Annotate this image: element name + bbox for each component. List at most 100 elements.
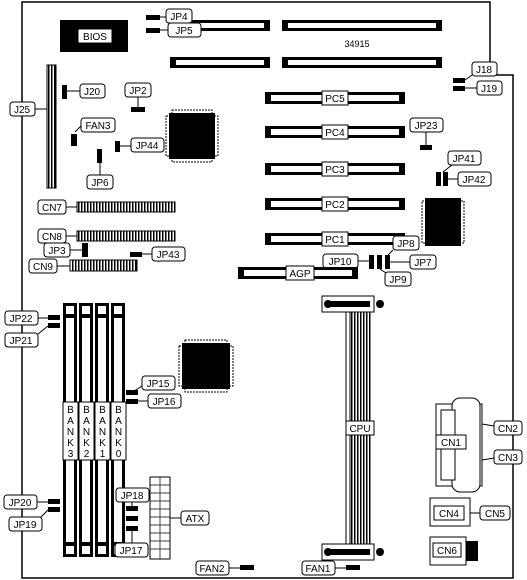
pci-slot: PC4 <box>265 124 405 140</box>
jp4-jumper: JP4 <box>146 8 193 24</box>
jp23-jumper: JP23 <box>409 117 444 150</box>
bios-chip: BIOS <box>60 20 128 52</box>
agp-slot: AGP <box>238 265 358 281</box>
j18-label: J18 <box>476 65 493 76</box>
bank-letter: K <box>99 438 106 449</box>
jp18-jumper: JP18 <box>115 487 150 531</box>
bank-letter: N <box>67 427 74 438</box>
bank-letter: B <box>99 405 106 416</box>
jp3-jumper: JP3 <box>43 242 88 258</box>
bank-letter: A <box>99 416 106 427</box>
jp5-jumper: JP5 <box>146 22 202 38</box>
jp42-label: JP42 <box>463 175 486 186</box>
cn5-label: CN5 <box>485 509 505 520</box>
bank-letter: A <box>67 416 74 427</box>
cn3-label: CN3 <box>498 453 518 464</box>
j25-header: J25 <box>9 64 57 189</box>
cn3-connector: CN3 <box>481 449 523 465</box>
jp9-jumper: JP9 <box>379 268 412 287</box>
agp-label: AGP <box>289 269 310 280</box>
pci-slot: PC3 <box>265 161 405 177</box>
bank-letter: N <box>83 427 90 438</box>
jp22-label: JP22 <box>10 314 33 325</box>
jp43-label: JP43 <box>157 250 180 261</box>
jp17-jumper: JP17 <box>114 531 149 558</box>
jp8-jumper: JP8 <box>387 235 420 256</box>
jp41-jumper: JP41 <box>436 150 482 186</box>
pci-slot-label: PC5 <box>325 94 345 105</box>
jp4-label: JP4 <box>170 12 188 23</box>
cpu-label: CPU <box>349 424 370 435</box>
chipset-south <box>421 198 465 246</box>
bank-letter: 1 <box>100 449 106 460</box>
cn4-label: CN4 <box>439 509 459 520</box>
jumper-block <box>369 255 390 269</box>
bank-letter: A <box>83 416 90 427</box>
cn2-connector: CN2 <box>481 420 523 436</box>
pci-slot: PC5 <box>265 90 405 106</box>
pci-slots: PC5 PC4 PC3 PC2 PC1 <box>265 90 405 247</box>
bank-letter: N <box>99 427 106 438</box>
j20-label: J20 <box>84 87 101 98</box>
bank-letter: K <box>83 438 90 449</box>
fan1-label: FAN1 <box>305 564 330 575</box>
cn8-label: CN8 <box>42 232 62 243</box>
jp18-label: JP18 <box>121 491 144 502</box>
j25-label: J25 <box>14 105 31 116</box>
cn6-connector: CN6 <box>429 536 478 566</box>
jp15-jumper: JP15 <box>126 375 176 395</box>
jp9-label: JP9 <box>389 275 407 286</box>
jp23-label: JP23 <box>415 121 438 132</box>
jp15-label: JP15 <box>147 379 170 390</box>
cn9-connector: CN9 <box>28 258 138 274</box>
atx-power-connector: ATX <box>149 476 210 560</box>
bank-letter: N <box>115 427 122 438</box>
chipset-north <box>165 109 219 163</box>
atx-label: ATX <box>186 514 205 525</box>
jp20-label: JP20 <box>9 498 32 509</box>
jp44-jumper: JP44 <box>115 137 165 153</box>
jp42-jumper: JP42 <box>443 171 492 187</box>
jp22-jumper: JP22 <box>4 310 60 326</box>
jp10-label: JP10 <box>329 257 352 268</box>
cn2-label: CN2 <box>498 424 518 435</box>
cpu-slot: CPU <box>321 295 384 561</box>
jp21-label: JP21 <box>10 336 33 347</box>
cn1-connector: CN1 <box>435 397 483 493</box>
cn7-label: CN7 <box>42 203 62 214</box>
bank-letter: 0 <box>116 449 122 460</box>
cn6-label: CN6 <box>437 546 457 557</box>
pci-slot-label: PC2 <box>325 200 345 211</box>
bank-letter: 3 <box>68 449 74 460</box>
jp21-jumper: JP21 <box>4 323 60 348</box>
jp5-label: JP5 <box>175 26 193 37</box>
bank-letter: B <box>83 405 90 416</box>
jp16-jumper: JP16 <box>126 393 182 409</box>
pci-slot: PC2 <box>265 196 405 212</box>
fan2-label: FAN2 <box>199 564 224 575</box>
j19-label: J19 <box>481 84 498 95</box>
fan2-connector: FAN2 <box>195 560 254 576</box>
fan3-connector: FAN3 <box>71 117 116 146</box>
cn1-label: CN1 <box>441 438 461 449</box>
jp41-label: JP41 <box>453 154 476 165</box>
jp7-jumper: JP7 <box>390 254 437 270</box>
bank-letter: B <box>115 405 122 416</box>
jp6-jumper: JP6 <box>86 149 114 190</box>
jp7-label: JP7 <box>414 258 432 269</box>
pci-slot-label: PC4 <box>325 128 345 139</box>
chipset-io <box>178 339 234 393</box>
bios-label: BIOS <box>83 32 107 43</box>
bank-letter: 2 <box>84 449 90 460</box>
cn9-label: CN9 <box>33 262 53 273</box>
jp19-jumper: JP19 <box>8 507 60 532</box>
bank-letter: B <box>67 405 74 416</box>
cn5-connector: CN5 <box>470 505 511 521</box>
jp19-label: JP19 <box>14 520 37 531</box>
bank-letter: K <box>67 438 74 449</box>
pci-slot-label: PC3 <box>325 165 345 176</box>
pci-slot-label: PC1 <box>325 235 345 246</box>
